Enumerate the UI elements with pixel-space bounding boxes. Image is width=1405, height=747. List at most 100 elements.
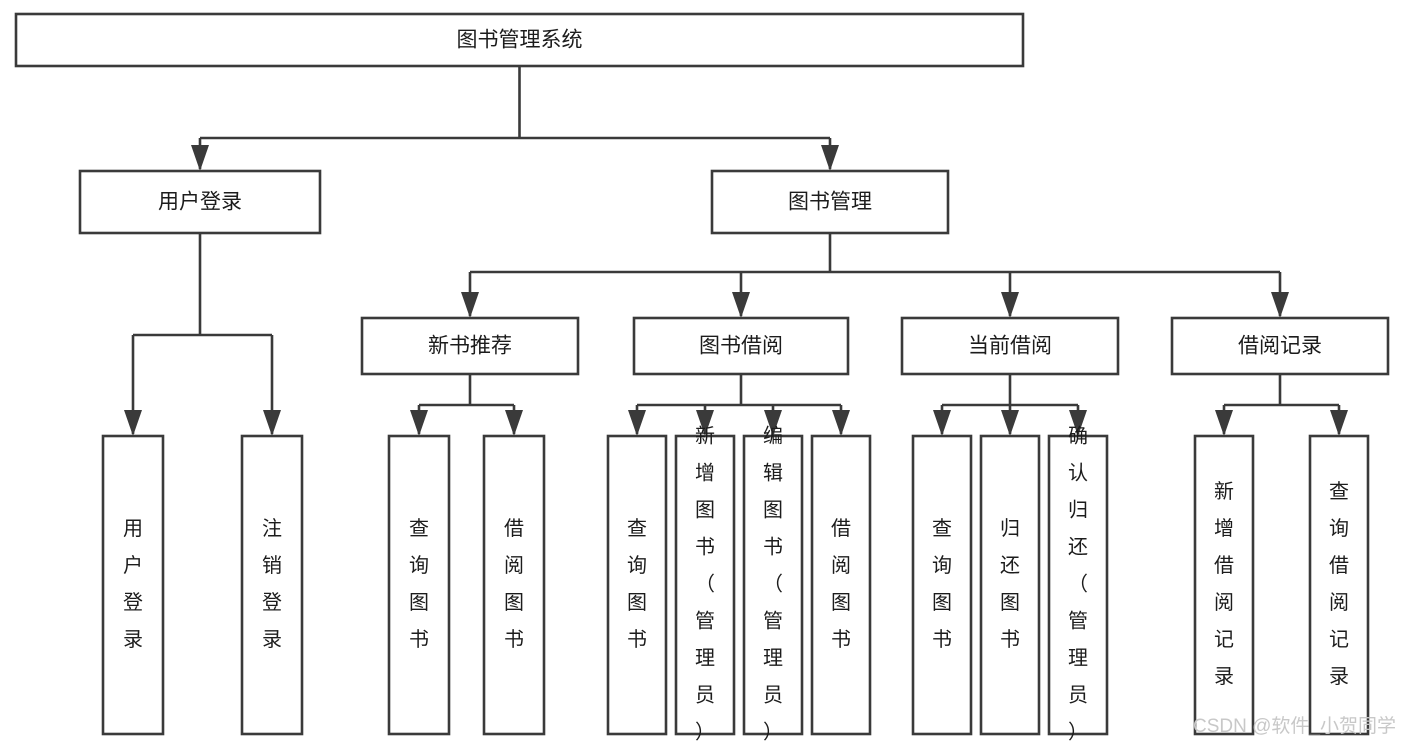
node-label-char: 借 [831,517,851,540]
arrow-head-icon [1001,410,1019,436]
arrow-head-icon [410,410,428,436]
node-label-char: 书 [409,628,429,651]
node-label: 图书管理系统 [457,29,583,52]
node-box[interactable] [240,434,304,736]
watermark-label: CSDN @软件_小贺同学 [1193,715,1396,737]
node-box[interactable] [810,434,872,736]
node-box[interactable] [482,434,546,736]
node-label: 新书推荐 [428,335,512,358]
node-label-char: 询 [932,554,952,577]
node-label-char: 归 [1068,498,1088,521]
node-box[interactable] [710,169,950,235]
arrow-head-icon [461,292,479,318]
node-label-char: 记 [1214,628,1234,651]
node-label-char: 阅 [1214,591,1234,614]
node-level3-2[interactable]: 当前借阅 [900,316,1120,376]
node-level3-0[interactable]: 新书推荐 [360,316,580,376]
node-box[interactable] [1308,434,1370,736]
node-label-char: 阅 [504,554,524,577]
node-label-char: ） [695,720,715,743]
node-box[interactable] [900,316,1120,376]
node-label-char: （ [763,572,783,595]
node-label-char: 确 [1068,424,1088,447]
node-label: 当前借阅 [968,335,1052,358]
node-box[interactable] [14,12,1025,68]
node-leaf-0[interactable]: 用户登录 [101,434,165,736]
node-box[interactable] [1193,434,1255,736]
node-level2-0[interactable]: 用户登录 [78,169,322,235]
node-box[interactable] [979,434,1041,736]
node-label-char: 录 [262,629,282,651]
node-label-char: （ [1068,572,1088,595]
connector-layer [124,66,1348,436]
node-label-char: 员 [1068,684,1088,706]
node-box[interactable] [911,434,973,736]
node-label-char: 管 [1068,609,1088,632]
node-label-char: 理 [1068,647,1088,669]
node-label-char: 增 [1214,517,1234,540]
node-label-char: 归 [1000,517,1020,540]
node-label-char: 理 [763,647,783,669]
node-label-char: 借 [1214,554,1234,577]
node-box[interactable] [1047,434,1109,736]
node-label: 用户登录 [158,191,242,214]
node-box[interactable] [387,434,451,736]
node-label-char: 还 [1000,554,1020,577]
arrow-head-icon [933,410,951,436]
node-label-char: 图 [763,499,783,521]
node-label-char: 书 [627,628,647,651]
node-box[interactable] [360,316,580,376]
node-box[interactable] [632,316,850,376]
node-level3-1[interactable]: 图书借阅 [632,316,850,376]
node-box[interactable] [78,169,322,235]
node-label-char: 用 [123,518,143,540]
node-label-char: 注 [262,517,282,540]
node-label-char: 登 [262,591,282,614]
arrow-head-icon [764,410,782,436]
node-box[interactable] [606,434,668,736]
node-label-char: 登 [123,591,143,614]
node-label-char: （ [695,572,715,595]
arrow-head-icon [263,410,281,436]
node-label-char: 户 [123,554,143,577]
arrow-head-icon [628,410,646,436]
node-box[interactable] [1170,316,1390,376]
node-label-char: 询 [1329,517,1349,540]
arrow-head-icon [821,145,839,171]
node-label-char: 新 [695,424,715,447]
node-label-char: 书 [504,628,524,651]
node-label: 图书管理 [788,191,872,214]
node-root[interactable]: 图书管理系统 [14,12,1025,68]
node-label-char: 录 [1214,666,1234,688]
node-label: 图书借阅 [699,335,783,358]
arrow-head-icon [732,292,750,318]
node-label-char: 书 [932,628,952,651]
arrow-head-icon [1069,410,1087,436]
node-label-char: 图 [831,592,851,614]
arrow-head-icon [191,145,209,171]
node-level3-3[interactable]: 借阅记录 [1170,316,1390,376]
node-label-char: 图 [504,592,524,614]
node-label-char: 询 [409,554,429,577]
node-label-char: 查 [627,517,647,540]
node-label-char: 录 [1329,666,1349,688]
node-level2-1[interactable]: 图书管理 [710,169,950,235]
node-box[interactable] [742,434,804,736]
node-label-char: 书 [1000,628,1020,651]
node-box[interactable] [101,434,165,736]
node-box[interactable] [674,434,736,736]
